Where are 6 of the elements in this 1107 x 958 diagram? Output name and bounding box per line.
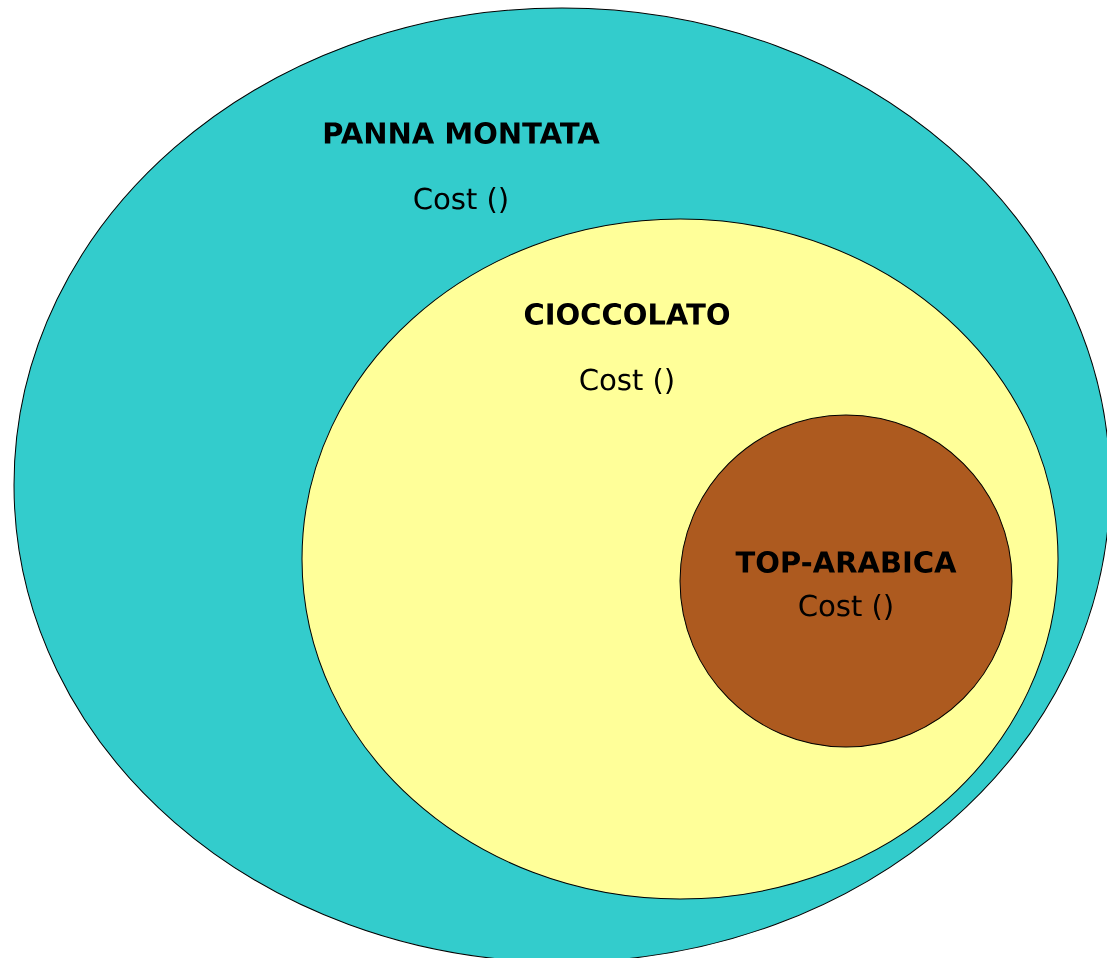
heading: PANNA MONTATA <box>324 122 600 144</box>
method-label: Cost () <box>414 187 507 213</box>
heading: CIOCCOLATO <box>524 303 730 325</box>
method-label: Cost () <box>580 368 673 394</box>
heading: TOP-ARABICA <box>735 551 957 573</box>
method-label: Cost () <box>799 594 892 620</box>
